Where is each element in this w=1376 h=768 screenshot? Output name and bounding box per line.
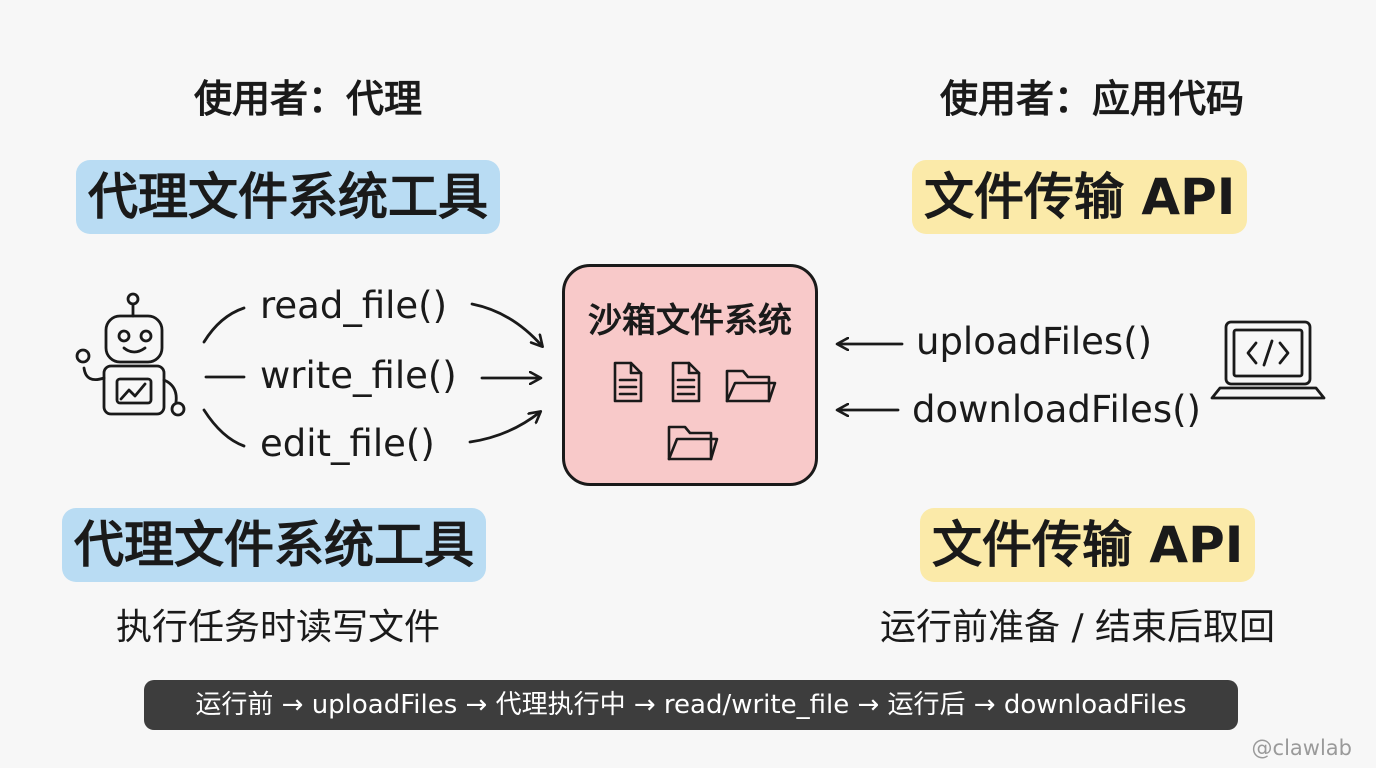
folder-icon xyxy=(667,425,719,461)
file-transfer-api-description: 运行前准备 / 结束后取回 xyxy=(880,607,1276,648)
laptop-code-icon xyxy=(1210,320,1326,400)
method-write-file: write_file() xyxy=(260,354,457,397)
sandbox-files xyxy=(613,361,777,461)
sandbox-title: 沙箱文件系统 xyxy=(588,301,792,341)
document-icon xyxy=(671,361,701,403)
right-user-label: 使用者：应用代码 xyxy=(940,77,1245,121)
method-read-file: read_file() xyxy=(260,284,448,327)
agent-tools-description: 执行任务时读写文件 xyxy=(116,607,441,648)
sandbox-filesystem: 沙箱文件系统 xyxy=(562,264,818,486)
document-icon xyxy=(613,361,643,403)
robot-icon xyxy=(75,292,186,417)
workflow-bar: 运行前 → uploadFiles → 代理执行中 → read/write_f… xyxy=(144,680,1238,730)
folder-icon xyxy=(725,369,777,403)
method-download-files: downloadFiles() xyxy=(912,388,1201,431)
agent-tools-title: 代理文件系统工具 xyxy=(76,160,500,234)
robot-to-methods-connectors xyxy=(202,306,246,448)
file-transfer-api-title-bottom: 文件传输 API xyxy=(920,508,1256,582)
methods-to-sandbox-arrows xyxy=(468,302,542,444)
agent-tools-title-bottom: 代理文件系统工具 xyxy=(62,508,486,582)
file-transfer-api-title: 文件传输 API xyxy=(912,160,1248,234)
api-to-sandbox-arrows xyxy=(838,344,904,410)
watermark: @clawlab xyxy=(1251,736,1352,760)
method-upload-files: uploadFiles() xyxy=(916,320,1153,363)
method-edit-file: edit_file() xyxy=(260,422,435,465)
left-user-label: 使用者：代理 xyxy=(194,77,423,121)
